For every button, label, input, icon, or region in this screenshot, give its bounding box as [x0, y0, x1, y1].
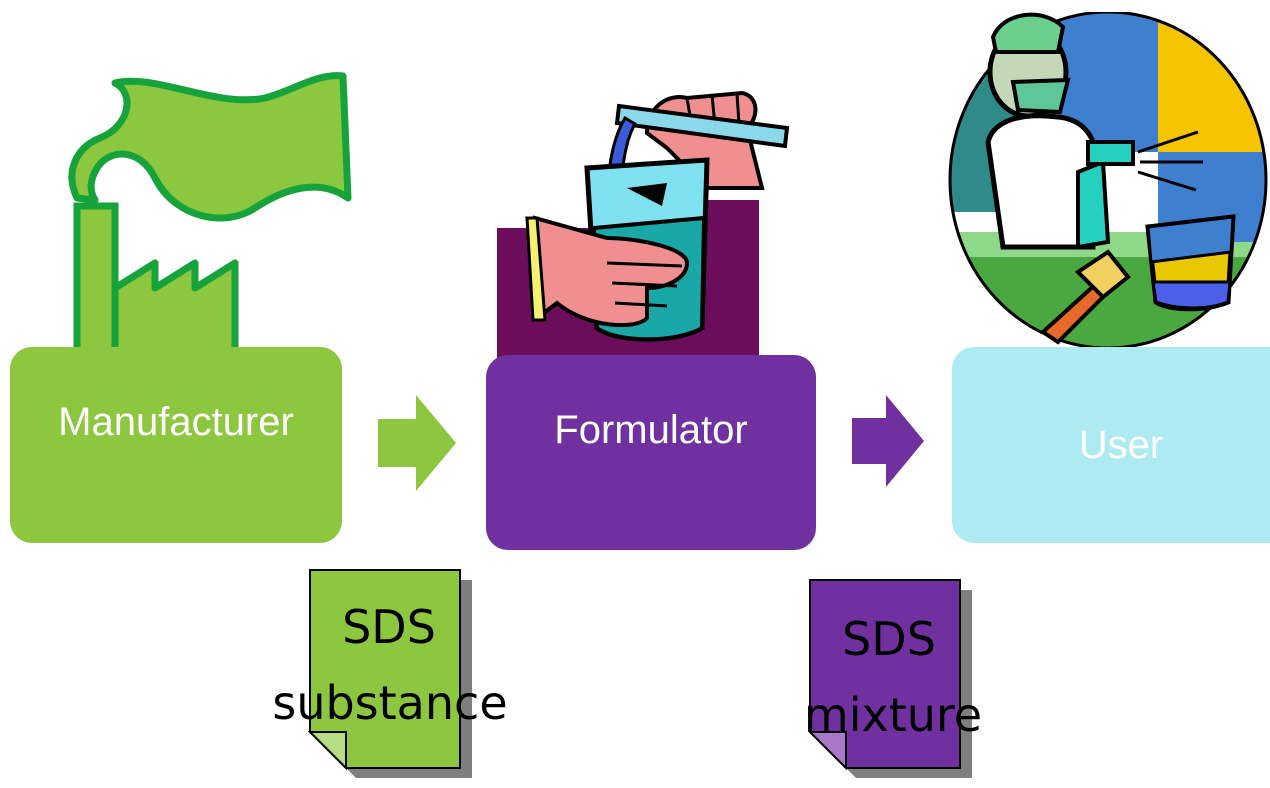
sds-substance-subtitle: substance	[272, 676, 508, 730]
document-icon	[308, 569, 472, 778]
sds-mixture-title: SDS	[842, 612, 936, 666]
sds-mixture-document: SDS mixture	[804, 578, 982, 778]
manufacturer-box: Manufacturer	[10, 347, 342, 543]
document-icon	[808, 579, 972, 778]
sds-substance-title: SDS	[342, 600, 436, 654]
manufacturer-label: Manufacturer	[58, 400, 294, 444]
factory-icon	[68, 72, 352, 358]
arrow-right-icon	[852, 395, 924, 487]
painter-worker-icon	[948, 12, 1268, 350]
formulator-box: Formulator	[486, 355, 816, 550]
user-label: User	[1078, 422, 1164, 467]
lab-beaker-hands-icon	[497, 90, 790, 360]
sds-mixture-subtitle: mixture	[803, 688, 983, 742]
sds-substance-document: SDS substance	[272, 568, 508, 778]
user-box: User	[952, 347, 1270, 543]
arrow-right-icon	[378, 395, 456, 491]
formulator-label: Formulator	[554, 407, 748, 452]
